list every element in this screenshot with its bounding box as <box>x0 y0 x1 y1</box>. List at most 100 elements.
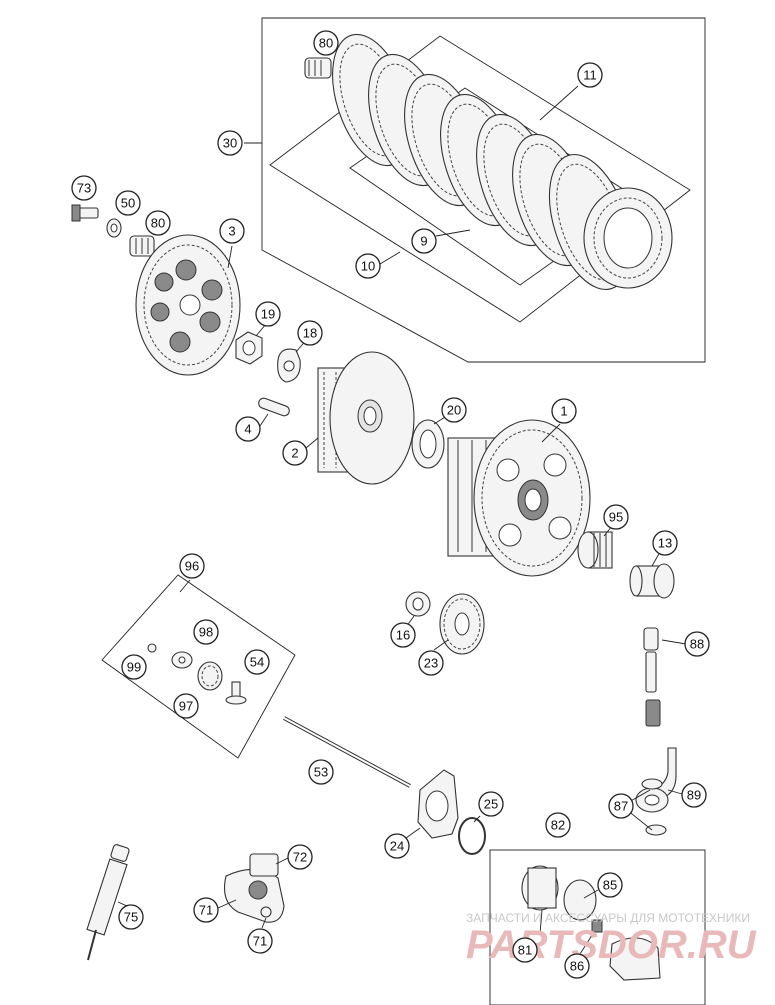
svg-text:54: 54 <box>250 655 264 670</box>
callout-96: 96 <box>179 553 205 579</box>
svg-text:2: 2 <box>291 446 298 461</box>
watermark: ЗАПЧАСТИ И АКСЕССУАРЫ ДЛЯ МОТОТЕХНИКИ PA… <box>466 911 757 967</box>
callout-16: 16 <box>390 622 416 648</box>
spring-80 <box>129 235 155 257</box>
clutch-slave-cylinder <box>223 853 285 923</box>
callout-80-spring: 80 <box>145 210 171 236</box>
callout-1: 1 <box>551 398 577 424</box>
svg-text:88: 88 <box>690 637 704 652</box>
nut-19 <box>235 331 263 365</box>
callout-87: 87 <box>608 793 634 819</box>
outer-clutch-basket <box>447 419 591 577</box>
thrust-washer-20 <box>411 419 445 469</box>
washer-50 <box>106 218 122 238</box>
banjo-fitting-89 <box>635 747 677 836</box>
svg-text:1: 1 <box>560 404 567 419</box>
callout-85: 85 <box>597 872 623 898</box>
svg-text:81: 81 <box>518 943 532 958</box>
o-ring-25 <box>458 817 486 855</box>
svg-text:87: 87 <box>614 799 628 814</box>
svg-text:99: 99 <box>127 660 141 675</box>
callout-71-left: 71 <box>193 897 219 923</box>
svg-text:86: 86 <box>570 959 584 974</box>
callout-89: 89 <box>681 782 707 808</box>
svg-text:72: 72 <box>293 850 307 865</box>
callout-9: 9 <box>411 228 437 254</box>
callout-86: 86 <box>564 953 590 979</box>
syringe-75 <box>86 844 130 961</box>
slave-cylinder-kit-parts <box>521 865 661 981</box>
clutch-disc-kit-frame <box>261 17 706 363</box>
svg-text:73: 73 <box>77 181 91 196</box>
svg-text:25: 25 <box>484 797 498 812</box>
leader-lines <box>117 85 687 955</box>
svg-text:82: 82 <box>551 818 565 833</box>
clutch-plates-stack <box>269 33 691 323</box>
callout-82: 82 <box>545 812 571 838</box>
svg-text:19: 19 <box>261 307 275 322</box>
watermark-tagline: ЗАПЧАСТИ И АКСЕССУАРЫ ДЛЯ МОТОТЕХНИКИ <box>466 911 750 925</box>
svg-text:71: 71 <box>253 934 267 949</box>
callout-3: 3 <box>219 218 245 244</box>
collar-16 <box>405 591 431 617</box>
callout-18: 18 <box>297 320 323 346</box>
callout-88: 88 <box>684 631 710 657</box>
svg-text:24: 24 <box>390 839 404 854</box>
callout-97: 97 <box>173 693 199 719</box>
svg-text:98: 98 <box>199 625 213 640</box>
gasket-24 <box>417 769 459 839</box>
push-rod-53 <box>283 716 411 788</box>
callout-24: 24 <box>384 833 410 859</box>
callout-10: 10 <box>355 253 381 279</box>
lock-washer-18 <box>277 348 301 383</box>
clutch-repair-kit-frame <box>101 574 296 759</box>
callout-11: 11 <box>577 62 603 88</box>
callout-25: 25 <box>478 791 504 817</box>
pressure-plate <box>135 234 241 376</box>
callout-19: 19 <box>255 301 281 327</box>
callout-4: 4 <box>235 416 261 442</box>
bleeder-screw-88 <box>643 627 661 727</box>
svg-text:95: 95 <box>609 510 623 525</box>
callout-99: 99 <box>121 654 147 680</box>
callout-71-bottom: 71 <box>247 928 273 954</box>
callout-54: 54 <box>244 649 270 675</box>
svg-text:16: 16 <box>396 628 410 643</box>
svg-text:97: 97 <box>179 699 193 714</box>
callout-72: 72 <box>287 844 313 870</box>
callout-13: 13 <box>652 530 678 556</box>
svg-text:89: 89 <box>687 788 701 803</box>
callout-53: 53 <box>308 759 334 785</box>
svg-text:71: 71 <box>199 903 213 918</box>
callout-50: 50 <box>115 190 141 216</box>
svg-text:10: 10 <box>361 259 375 274</box>
callout-23: 23 <box>418 650 444 676</box>
callout-81: 81 <box>512 937 538 963</box>
clutch-spring-small <box>304 57 332 79</box>
watermark-brand: PARTSDOR.RU <box>466 923 757 967</box>
svg-text:3: 3 <box>228 224 235 239</box>
inner-clutch-hub <box>317 351 415 485</box>
svg-text:75: 75 <box>124 910 138 925</box>
pin-4 <box>258 397 290 417</box>
svg-text:80: 80 <box>319 36 333 51</box>
svg-text:18: 18 <box>303 326 317 341</box>
callout-98: 98 <box>193 619 219 645</box>
svg-text:11: 11 <box>583 68 597 83</box>
slave-cylinder-kit-frame <box>489 849 706 1005</box>
callout-73: 73 <box>71 175 97 201</box>
bushing-13 <box>629 563 675 599</box>
callout-2: 2 <box>282 440 308 466</box>
callout-30: 30 <box>217 130 243 156</box>
svg-text:96: 96 <box>185 559 199 574</box>
svg-text:50: 50 <box>121 196 135 211</box>
repair-kit-parts <box>147 643 247 705</box>
needle-bearing-95 <box>577 531 613 569</box>
svg-text:53: 53 <box>314 765 328 780</box>
callout-80: 80 <box>313 30 339 56</box>
svg-text:85: 85 <box>603 878 617 893</box>
svg-text:9: 9 <box>420 234 427 249</box>
svg-text:13: 13 <box>658 536 672 551</box>
svg-text:80: 80 <box>151 216 165 231</box>
